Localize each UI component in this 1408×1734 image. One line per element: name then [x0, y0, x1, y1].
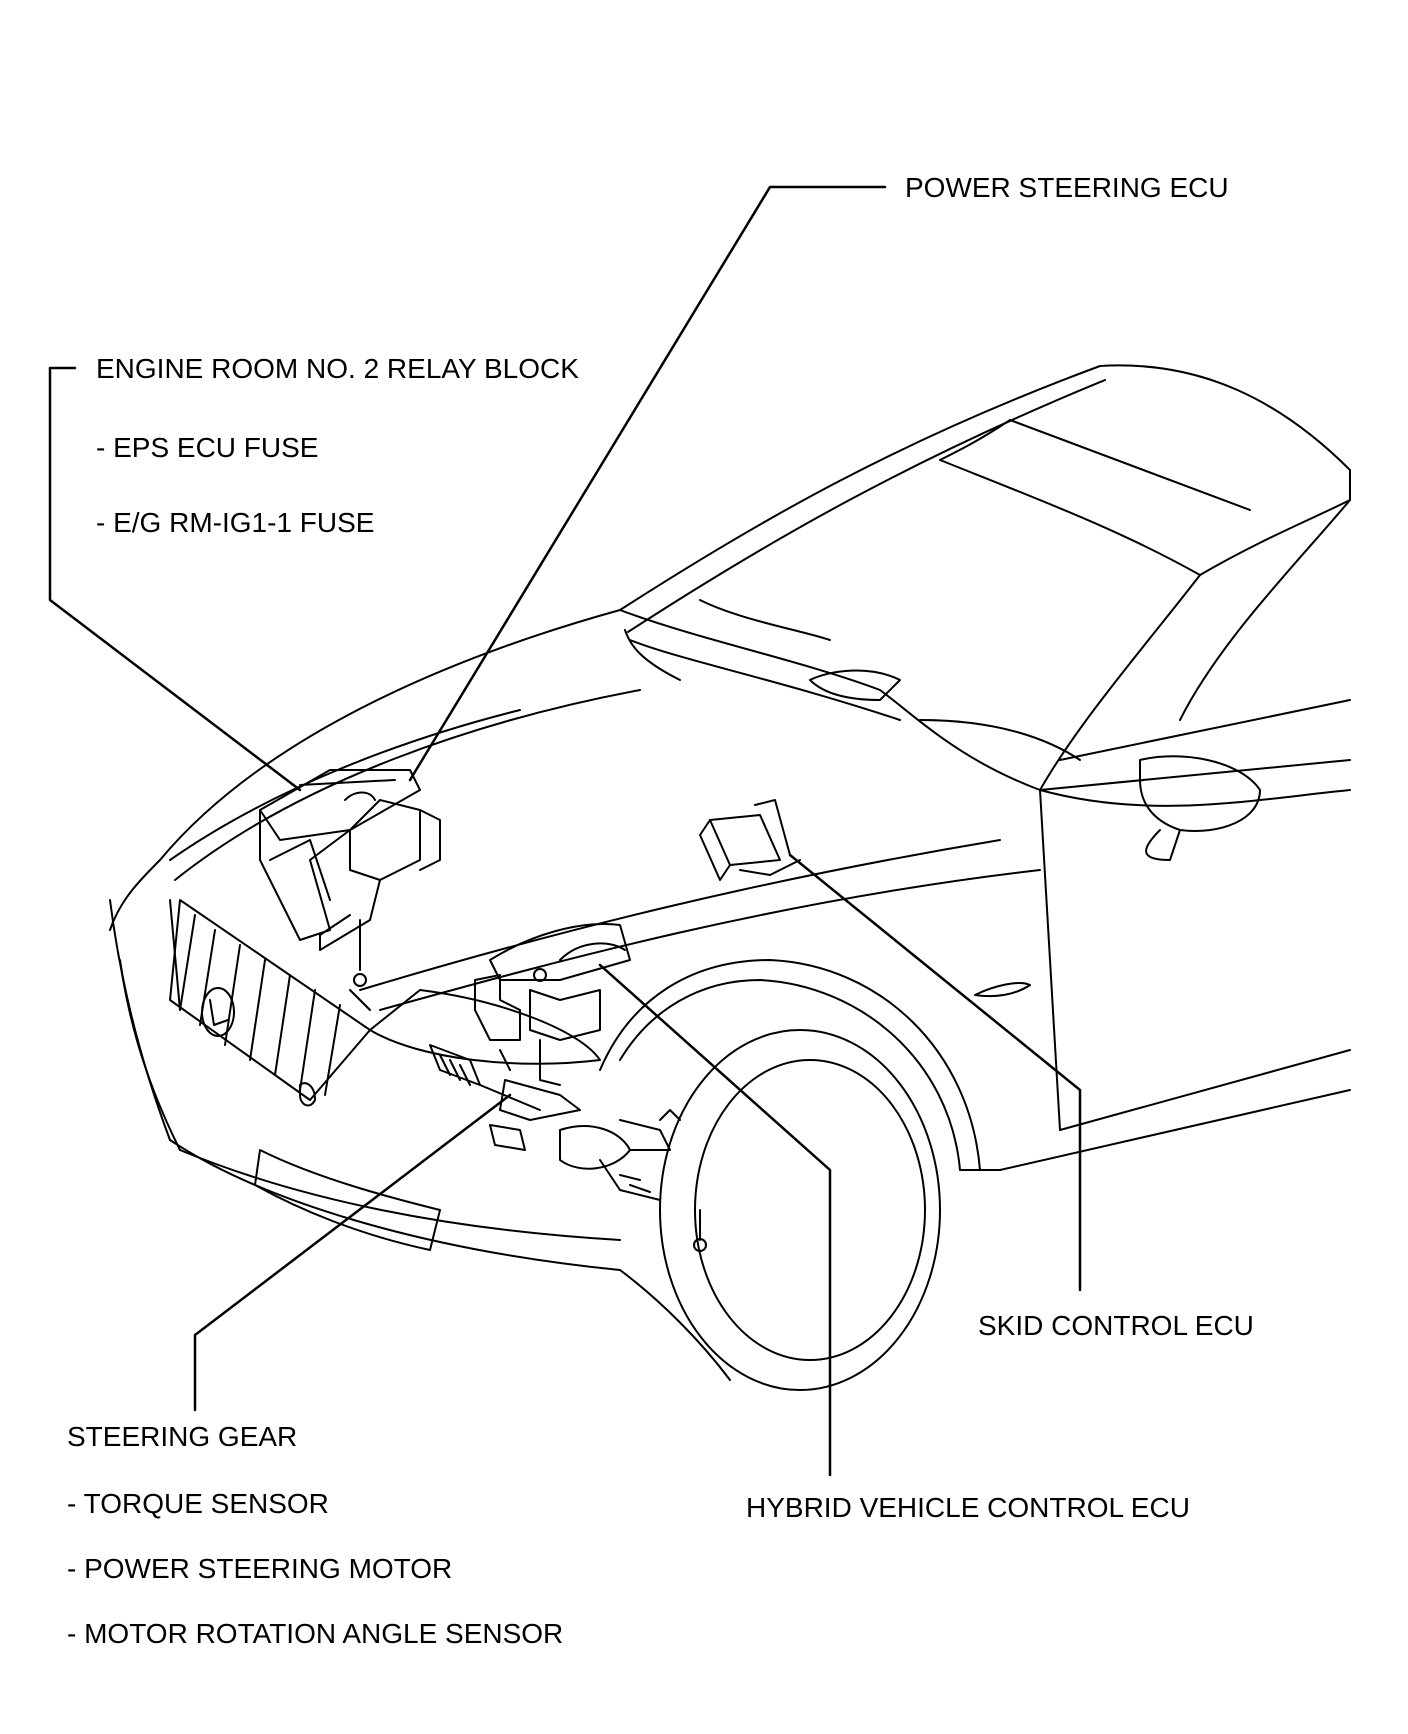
steering-gear: [429, 1044, 681, 1201]
label-engine-room-relay-block: ENGINE ROOM NO. 2 RELAY BLOCK: [96, 353, 579, 384]
label-eps-ecu-fuse: - EPS ECU FUSE: [96, 432, 319, 463]
skid-control-ecu: [699, 799, 801, 881]
engine-components: [349, 919, 707, 1252]
label-power-steering-motor: - POWER STEERING MOTOR: [67, 1553, 453, 1584]
label-steering-gear: STEERING GEAR: [67, 1421, 298, 1452]
label-motor-rotation-angle-sensor: - MOTOR ROTATION ANGLE SENSOR: [67, 1618, 564, 1649]
label-hybrid-vehicle-control-ecu: HYBRID VEHICLE CONTROL ECU: [746, 1492, 1190, 1523]
leader-lines: [48, 185, 1082, 1477]
car-body: [109, 364, 1351, 1391]
label-eg-rm-ig1-fuse: - E/G RM-IG1-1 FUSE: [96, 507, 375, 538]
label-torque-sensor: - TORQUE SENSOR: [67, 1488, 329, 1519]
label-power-steering-ecu: POWER STEERING ECU: [905, 172, 1229, 203]
relay-block-and-ecu: [259, 769, 441, 951]
label-skid-control-ecu: SKID CONTROL ECU: [978, 1310, 1254, 1341]
